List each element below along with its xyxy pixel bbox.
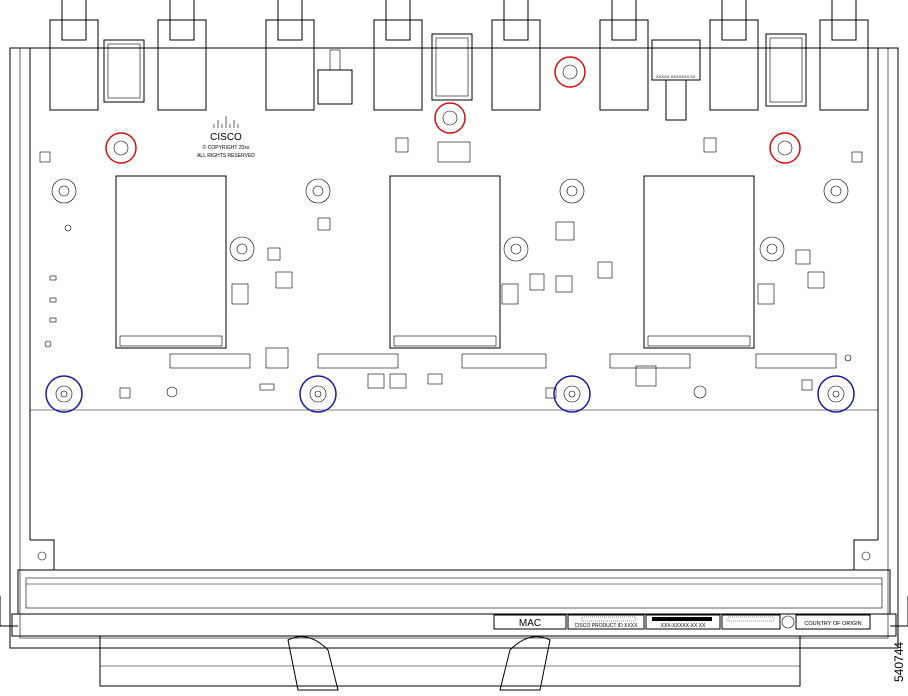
logo-brand: CISCO bbox=[210, 132, 242, 143]
chassis-frame bbox=[9, 47, 899, 649]
barcode-icon-3 bbox=[727, 616, 775, 622]
standoffs bbox=[39, 151, 863, 399]
logo-copyright: © COPYRIGHT 20xx bbox=[203, 144, 250, 151]
front-panel bbox=[0, 539, 908, 691]
red-callout-4 bbox=[769, 132, 801, 164]
red-callout-2 bbox=[434, 102, 466, 134]
blue-callout-1 bbox=[45, 375, 83, 413]
cisco-logo: CISCO © COPYRIGHT 20xx ALL RIGHTS RESERV… bbox=[197, 116, 255, 159]
red-callout-1 bbox=[105, 132, 137, 164]
certification-mark-icon bbox=[781, 615, 795, 629]
blue-callout-4 bbox=[817, 375, 855, 413]
label-strip: MAC CISCO PRODUCT ID XXXX XXX-XXXXX-XX X… bbox=[493, 614, 871, 630]
qsfp-cages: XXXXX XXXXXXX XX bbox=[49, 0, 869, 121]
blue-callout-3 bbox=[553, 375, 591, 413]
transceiver-text: XXXXX XXXXXXX XX bbox=[656, 74, 696, 79]
heatsinks bbox=[115, 175, 837, 369]
logo-rights: ALL RIGHTS RESERVED bbox=[197, 153, 255, 159]
red-callout-3 bbox=[554, 56, 586, 88]
small-components bbox=[44, 137, 825, 399]
figure-number: 540744 bbox=[892, 642, 906, 682]
blue-callout-2 bbox=[299, 375, 337, 413]
red-callouts bbox=[105, 56, 801, 164]
product-id-label: CISCO PRODUCT ID XXXX bbox=[575, 623, 639, 629]
blue-callouts bbox=[45, 375, 855, 413]
country-label: COUNTRY OF ORIGIN bbox=[804, 621, 861, 627]
mac-label: MAC bbox=[519, 618, 541, 629]
barcode-icon-2 bbox=[652, 617, 712, 621]
part-number-label: XXX-XXXXX-XX XX bbox=[661, 623, 706, 629]
barcode-icon bbox=[581, 616, 637, 622]
cisco-bridge-icon bbox=[213, 116, 239, 128]
